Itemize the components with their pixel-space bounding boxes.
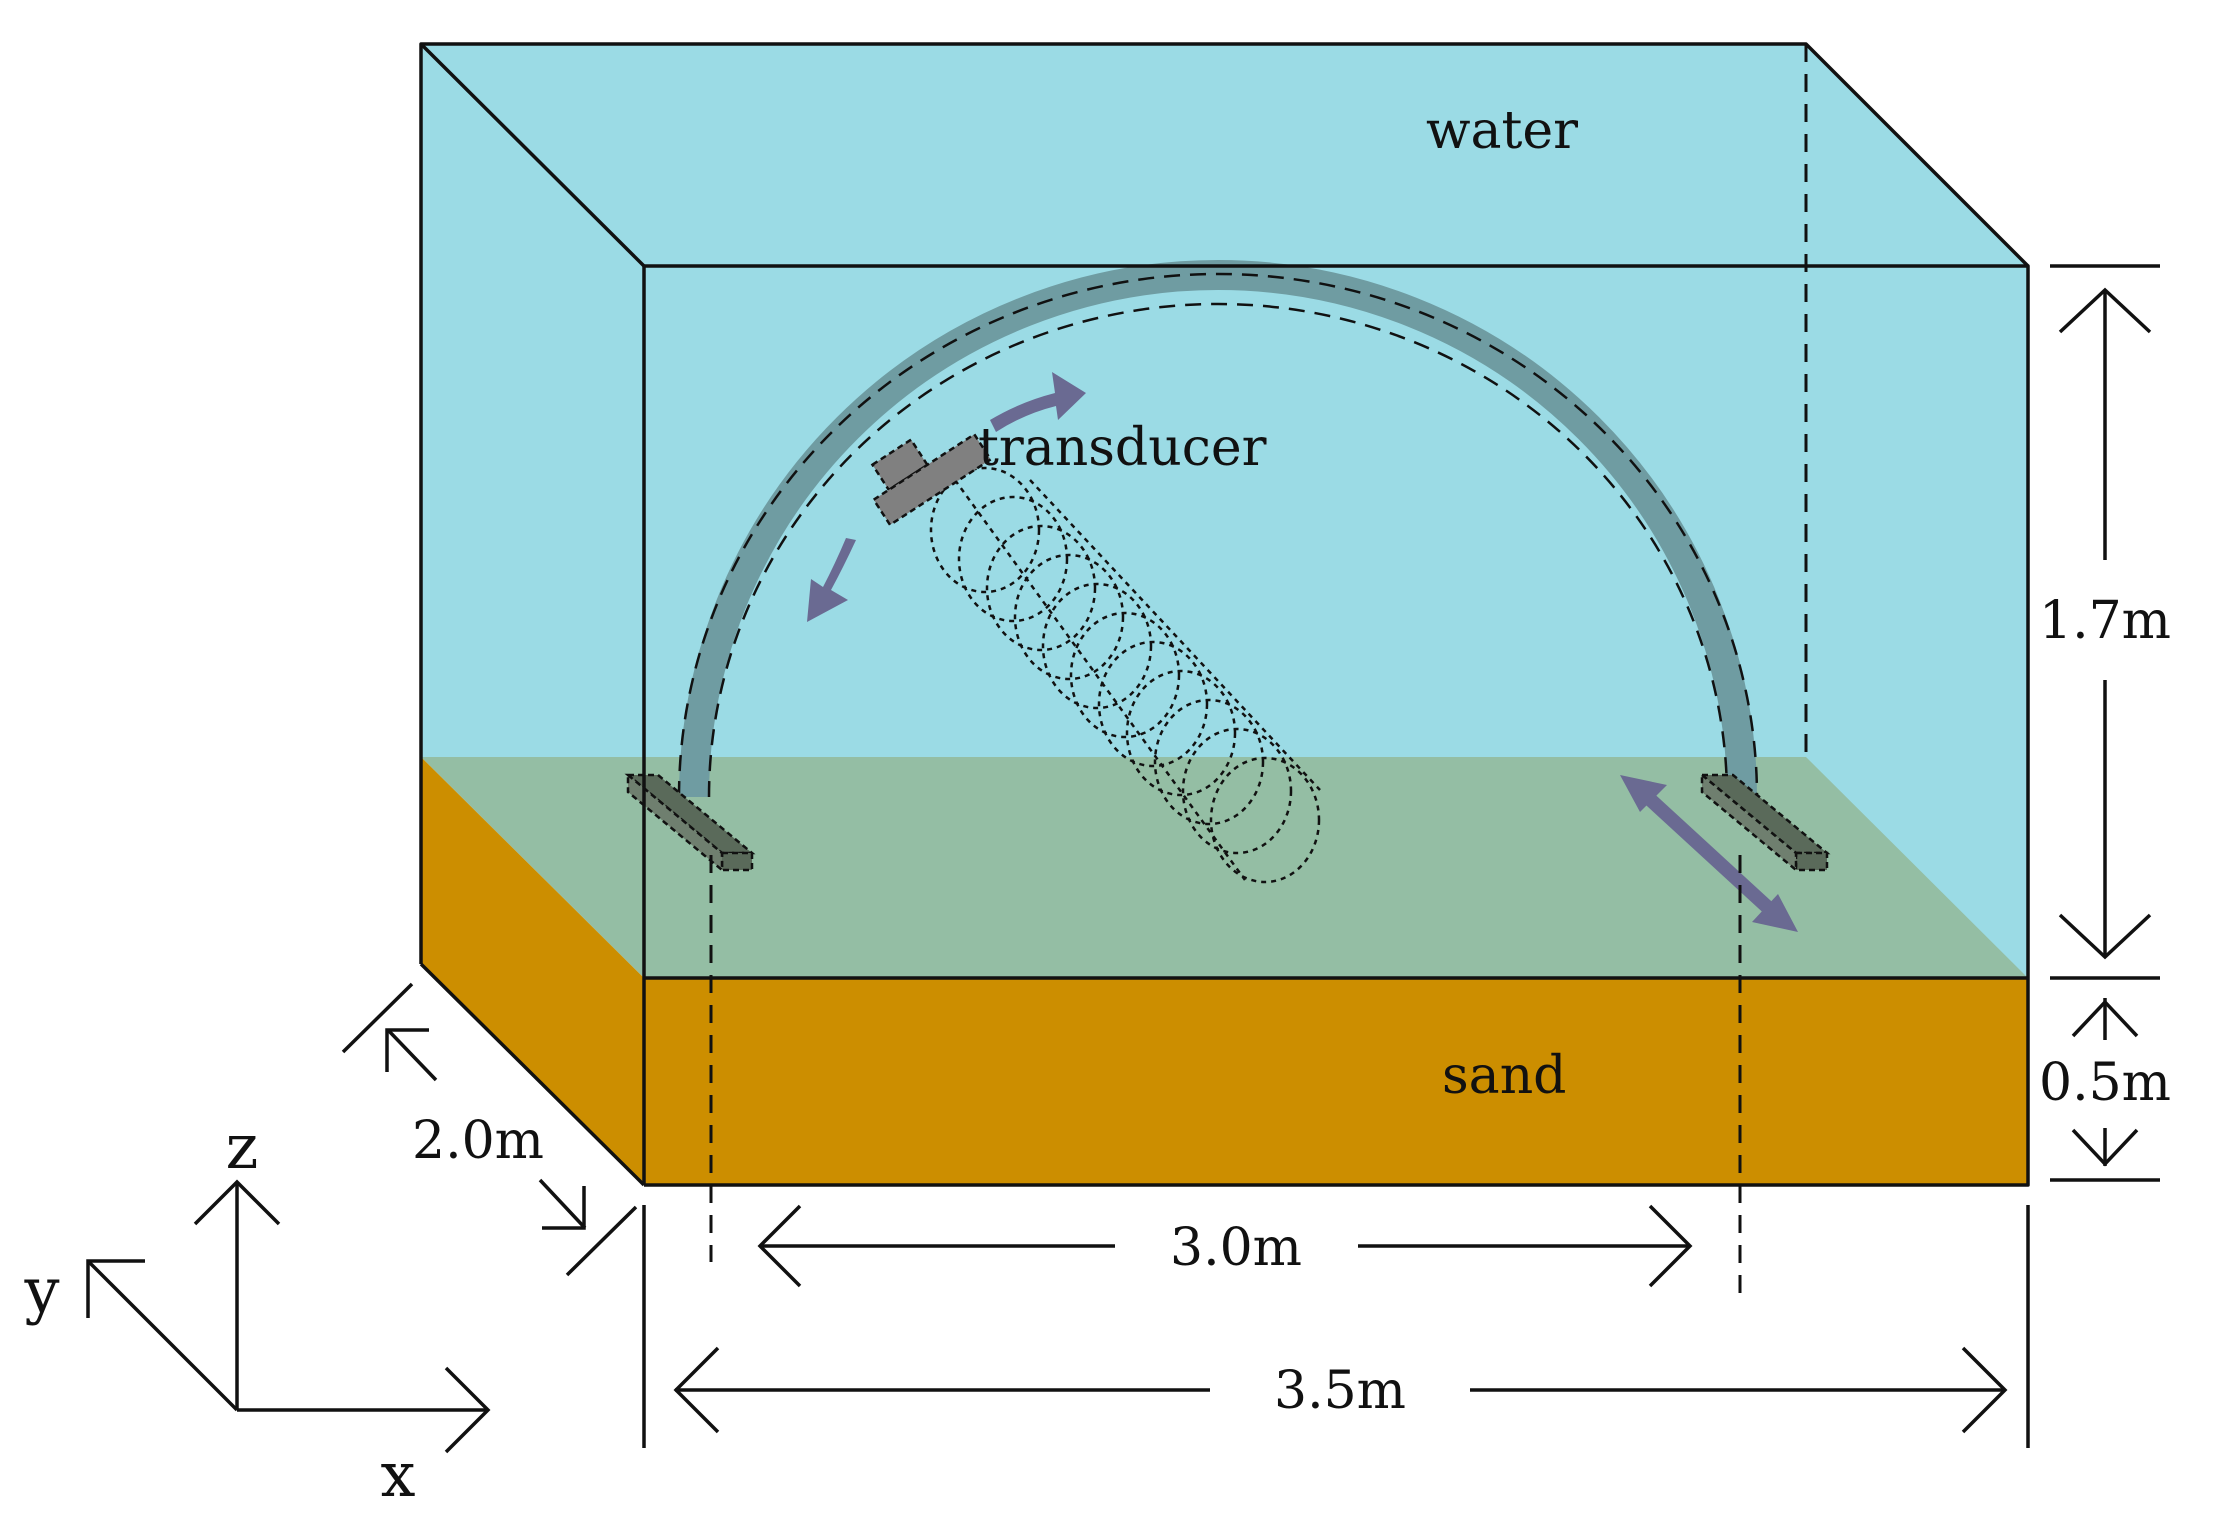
water-label: water bbox=[1426, 101, 1578, 161]
acoustic-beam bbox=[929, 466, 1321, 884]
sand-left-face bbox=[421, 757, 644, 1185]
axis-y-label: y bbox=[23, 1254, 59, 1327]
dimension-depth: 2.0m bbox=[341, 982, 638, 1277]
sand-front-face bbox=[644, 978, 2028, 1185]
height-water-label: 1.7m bbox=[2039, 591, 2171, 651]
slide-arrow bbox=[1620, 775, 1798, 932]
beam-ring bbox=[1209, 756, 1321, 884]
depth-label: 2.0m bbox=[412, 1111, 544, 1171]
arc-arrow-down bbox=[807, 538, 856, 622]
sand-label: sand bbox=[1442, 1046, 1566, 1106]
height-sand-label: 0.5m bbox=[2039, 1053, 2171, 1113]
rail-inner-edge bbox=[707, 302, 1729, 798]
rail-foot-right bbox=[1698, 772, 1831, 873]
rail-span-label: 3.0m bbox=[1170, 1218, 1302, 1278]
beam-ring bbox=[1153, 698, 1265, 826]
beam-ring bbox=[1181, 727, 1293, 855]
dimension-sand-height: 0.5m bbox=[2039, 998, 2171, 1182]
water-top-face bbox=[421, 44, 2028, 266]
beam-ring bbox=[929, 466, 1041, 594]
semicircular-rail bbox=[677, 260, 1759, 798]
dimension-tank-length: 3.5m bbox=[642, 1205, 2030, 1448]
transducer-stem bbox=[870, 437, 930, 492]
rail-foot-left bbox=[624, 772, 756, 873]
axis-x-label: x bbox=[381, 1438, 416, 1511]
beam-envelope bbox=[953, 479, 1247, 881]
axis-z-label: z bbox=[226, 1110, 259, 1183]
beam-ring bbox=[985, 524, 1097, 652]
sand-top-face bbox=[421, 757, 2028, 978]
coordinate-axes: z y x bbox=[23, 1110, 491, 1511]
beam-ring bbox=[957, 495, 1069, 623]
arc-arrow-up bbox=[990, 372, 1086, 432]
transducer bbox=[870, 432, 993, 527]
transducer-label: transducer bbox=[978, 418, 1267, 478]
motion-arrows bbox=[807, 372, 1798, 932]
transducer-head bbox=[871, 432, 993, 527]
beam-ring bbox=[1041, 582, 1153, 710]
beam-ring bbox=[1013, 553, 1125, 681]
tank-edges bbox=[419, 42, 2030, 1300]
beam-ring bbox=[1097, 640, 1209, 768]
beam-ring bbox=[1069, 611, 1181, 739]
sand-block bbox=[421, 757, 2028, 1185]
dimension-rail-span: 3.0m bbox=[757, 1204, 1693, 1288]
beam-ring bbox=[1125, 669, 1237, 797]
tank-length-label: 3.5m bbox=[1274, 1361, 1406, 1421]
rail-outer-edge bbox=[677, 272, 1759, 798]
beam-envelope bbox=[1029, 479, 1321, 791]
dimension-water-height: 1.7m bbox=[2039, 264, 2171, 980]
